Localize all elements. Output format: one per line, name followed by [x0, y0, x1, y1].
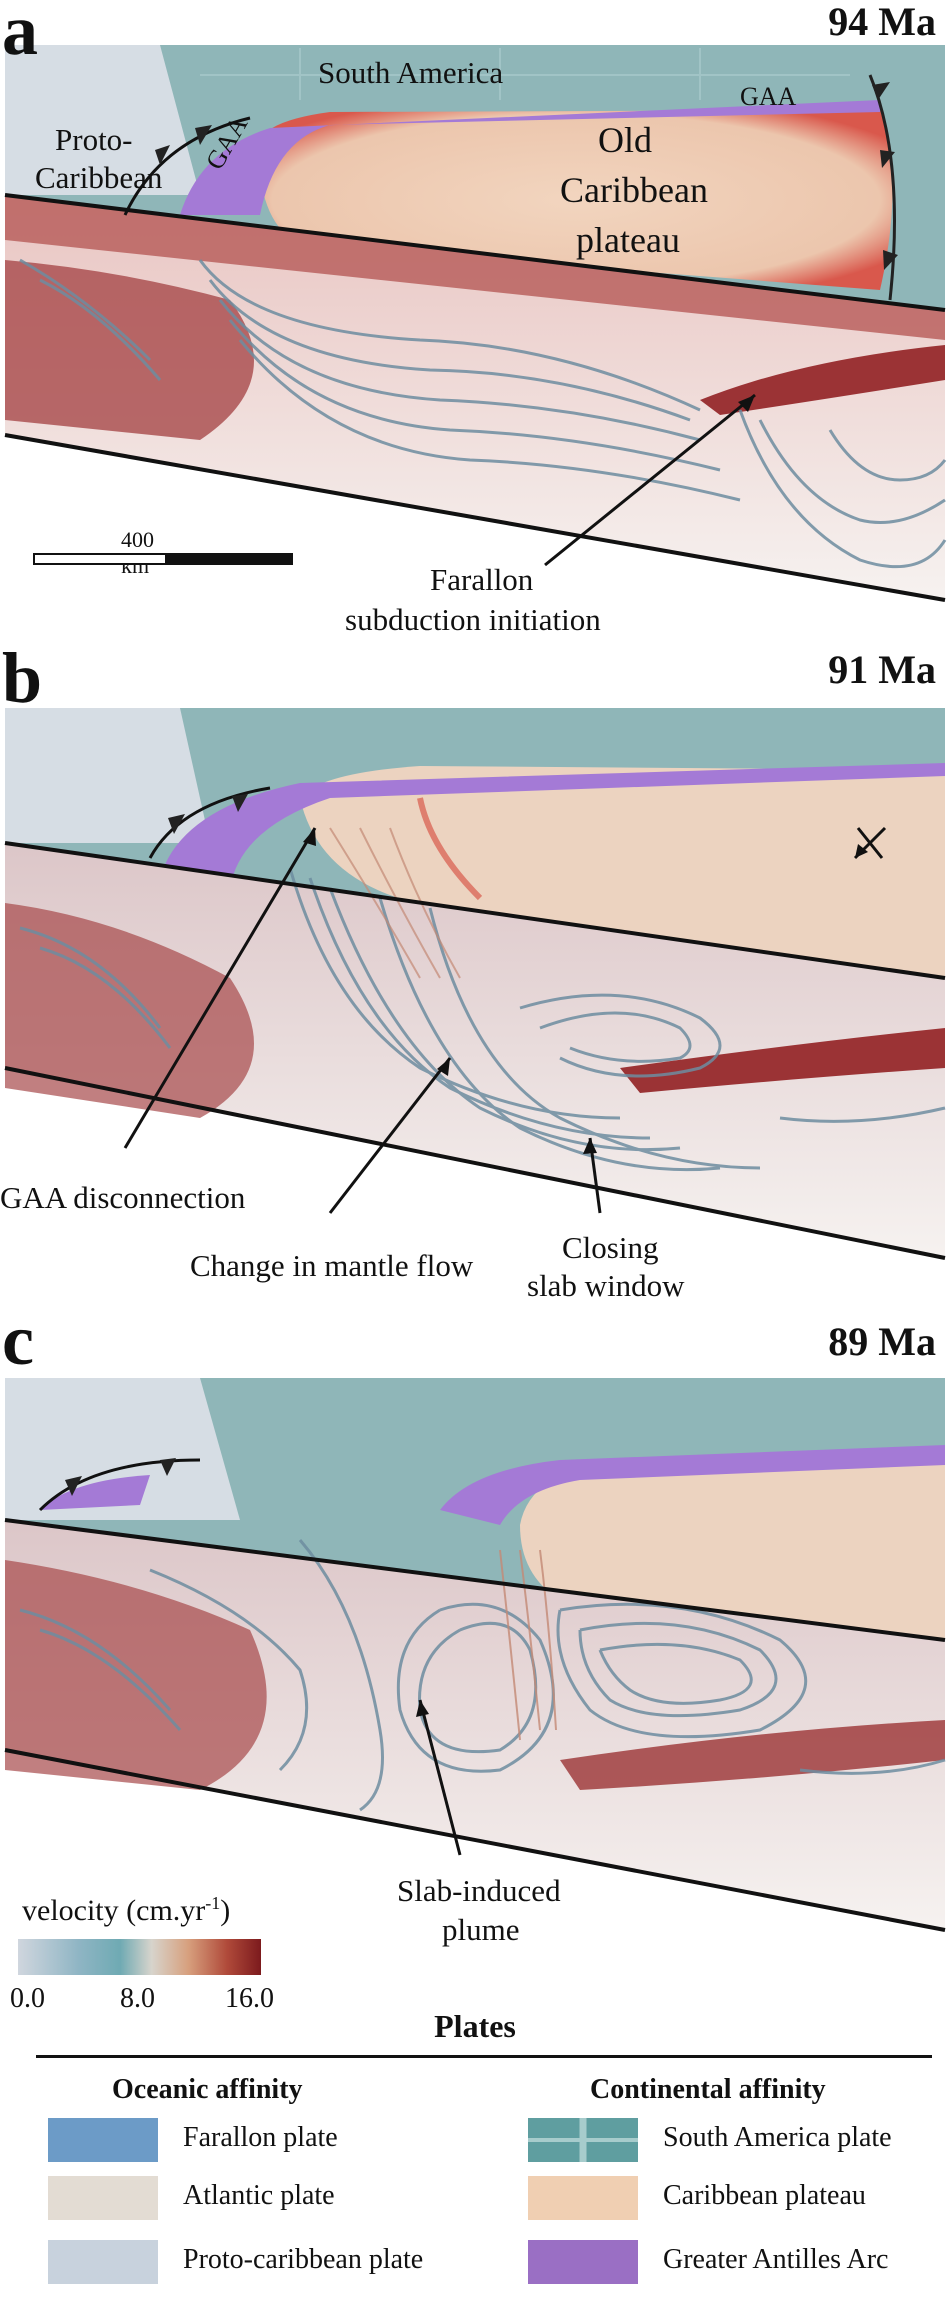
label-farallon-1: Farallon — [430, 562, 534, 597]
south-america-label: South America plate — [663, 2122, 892, 2153]
farallon-swatch — [48, 2118, 158, 2162]
proto-caribbean-label: Proto-caribbean plate — [183, 2244, 424, 2275]
caribbean-plateau-label: Caribbean plateau — [663, 2180, 866, 2211]
legend-divider — [36, 2055, 932, 2058]
atlantic-label: Atlantic plate — [183, 2180, 335, 2211]
panel-letter-c: c — [2, 1300, 34, 1380]
panel-a: a 94 Ma South America Proto- Caribbean G… — [0, 0, 950, 640]
panel-letter-b: b — [2, 638, 43, 718]
label-proto-caribbean-2: Caribbean — [35, 160, 163, 195]
proto-caribbean-swatch — [48, 2240, 158, 2284]
label-old-plateau-2: Caribbean — [560, 170, 708, 210]
colorbar-tick-min: 0.0 — [10, 1983, 45, 2014]
greater-antilles-swatch — [528, 2240, 638, 2284]
label-south-america: South America — [318, 55, 504, 90]
plume-arrow — [418, 1699, 462, 1856]
label-old-plateau-1: Old — [598, 120, 652, 160]
label-gaa-right: GAA — [740, 82, 797, 111]
panel-c-model-render — [4, 1378, 946, 1932]
label-farallon-2: subduction initiation — [345, 602, 601, 637]
panel-age-a: 94 Ma — [828, 0, 936, 44]
scale-bar-white — [33, 553, 167, 565]
panel-age-c: 89 Ma — [828, 1319, 936, 1364]
farallon-arrow — [544, 393, 756, 567]
mantle-flow-arrow — [328, 1057, 452, 1214]
panel-b: b 91 Ma GAA disconnection Change in mant… — [0, 642, 950, 1308]
label-old-plateau-3: plateau — [576, 220, 680, 260]
label-closing-2: slab window — [527, 1268, 685, 1303]
label-plume-1: Slab-induced — [397, 1873, 561, 1908]
colorbar-gradient — [18, 1939, 261, 1975]
panel-age-b: 91 Ma — [828, 647, 936, 692]
atlantic-swatch — [48, 2176, 158, 2220]
scale-bar-black — [165, 553, 293, 565]
greater-antilles-label: Greater Antilles Arc — [663, 2244, 889, 2275]
colorbar-tick-max: 16.0 — [225, 1983, 274, 2014]
panel-c: c 89 Ma Slab-induced plume — [0, 1304, 950, 1990]
label-proto-caribbean-1: Proto- — [55, 122, 133, 157]
plates-legend: Plates Oceanic affinity Continental affi… — [0, 1990, 950, 2297]
panel-b-model-render — [4, 708, 946, 1260]
panel-letter-a: a — [2, 0, 38, 70]
south-america-swatch — [528, 2118, 638, 2162]
colorbar-title: velocity (cm.yr-1) — [22, 1893, 231, 1927]
label-plume-2: plume — [442, 1912, 520, 1947]
label-mantle-flow: Change in mantle flow — [190, 1248, 474, 1283]
continental-heading: Continental affinity — [590, 2074, 826, 2105]
gaa-disconnection-arrow — [123, 827, 317, 1149]
caribbean-plateau-swatch — [528, 2176, 638, 2220]
panel-a-model-render — [4, 45, 947, 602]
farallon-label: Farallon plate — [183, 2122, 338, 2153]
legend-title: Plates — [434, 2008, 516, 2044]
label-closing-1: Closing — [562, 1230, 659, 1265]
oceanic-heading: Oceanic affinity — [112, 2074, 303, 2105]
label-gaa-disconnection: GAA disconnection — [0, 1180, 246, 1215]
colorbar-tick-mid: 8.0 — [120, 1983, 155, 2014]
